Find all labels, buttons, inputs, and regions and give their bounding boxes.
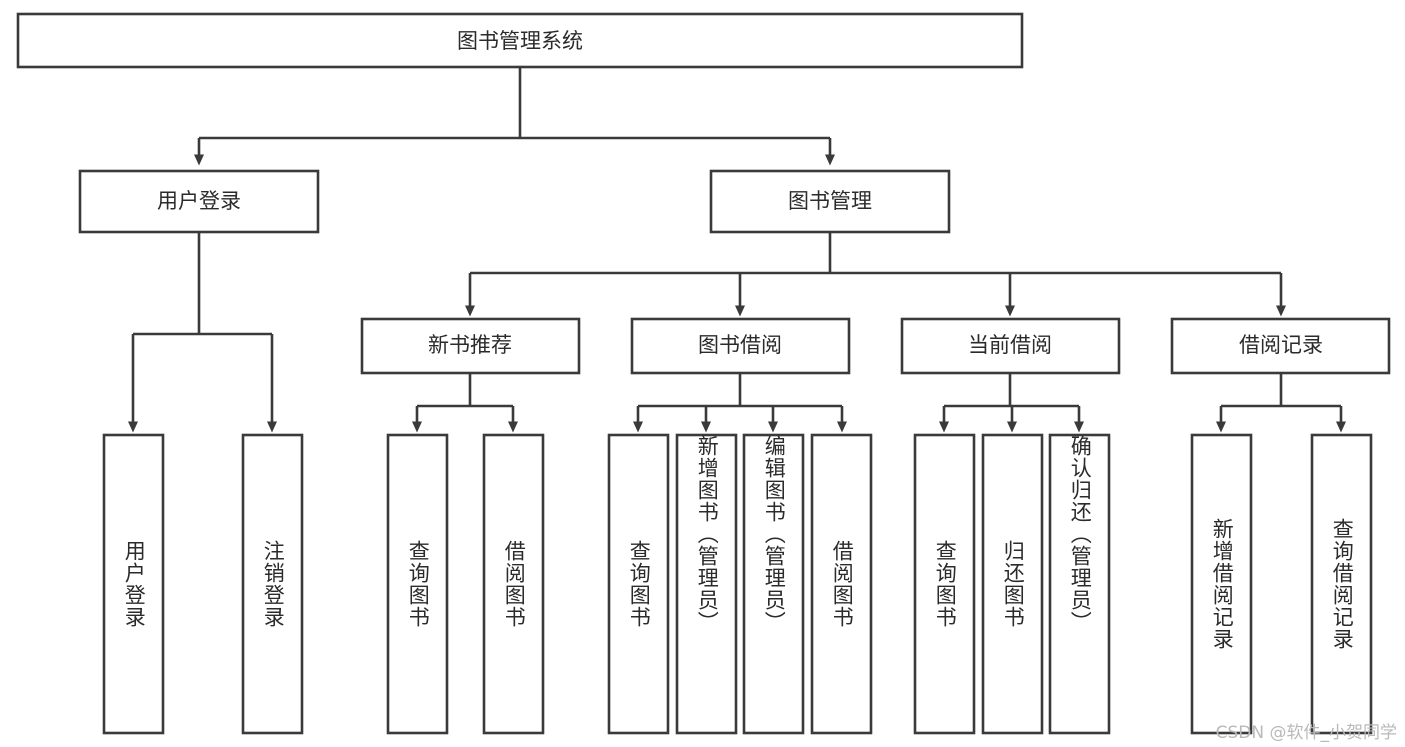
node-current-borrow-label: 当前借阅: [968, 333, 1052, 357]
leaf-logout-box[interactable]: [241, 433, 304, 735]
node-new-book-recommend-label: 新书推荐: [428, 333, 512, 357]
leaf-boxes: [102, 433, 1373, 735]
node-book-management-label: 图书管理: [788, 189, 872, 213]
connector-user-login-to-leaves: [128, 232, 277, 433]
node-new-book-recommend[interactable]: 新书推荐: [360, 317, 581, 375]
node-root-box: [16, 12, 1024, 69]
leaf-query-record-box[interactable]: [1310, 433, 1373, 735]
node-borrow-records-label: 借阅记录: [1239, 333, 1323, 357]
leaf-return-books-box[interactable]: [981, 433, 1044, 735]
leaf-user-login-box[interactable]: [102, 433, 165, 735]
leaf-query-books-1-box[interactable]: [386, 433, 449, 735]
node-user-login-label: 用户登录: [157, 189, 241, 213]
leaf-borrow-books-1-box[interactable]: [482, 433, 545, 735]
node-current-borrow[interactable]: 当前借阅: [900, 317, 1121, 375]
node-root[interactable]: 图书管理系统: [16, 12, 1024, 69]
leaf-borrow-books-2-box[interactable]: [810, 433, 873, 735]
node-new-book-recommend-box: [360, 317, 581, 375]
connector-current-borrow-to-leaves: [939, 373, 1084, 433]
leaf-edit-book-box[interactable]: [742, 433, 805, 735]
leaf-add-book-box[interactable]: [675, 433, 738, 735]
node-root-label: 图书管理系统: [457, 29, 583, 53]
node-borrow-records[interactable]: 借阅记录: [1170, 317, 1391, 375]
leaf-add-record-box[interactable]: [1190, 433, 1253, 735]
connector-book-management-to-level3: [465, 232, 1286, 317]
leaf-confirm-return-box[interactable]: [1048, 433, 1111, 735]
connector-borrow-records-to-leaves: [1216, 373, 1346, 433]
node-user-login-box: [78, 169, 320, 234]
leaf-query-books-3-box[interactable]: [913, 433, 976, 735]
node-user-login[interactable]: 用户登录: [78, 169, 320, 234]
node-book-borrow[interactable]: 图书借阅: [630, 317, 851, 375]
leaf-query-books-2-box[interactable]: [607, 433, 670, 735]
connector-new-book-recommend-to-leaves: [412, 373, 518, 433]
connector-book-borrow-to-leaves: [633, 373, 847, 433]
node-book-borrow-label: 图书借阅: [698, 333, 782, 357]
connector-root-to-level2: [194, 67, 835, 166]
node-book-management[interactable]: 图书管理: [709, 169, 951, 234]
node-current-borrow-box: [900, 317, 1121, 375]
